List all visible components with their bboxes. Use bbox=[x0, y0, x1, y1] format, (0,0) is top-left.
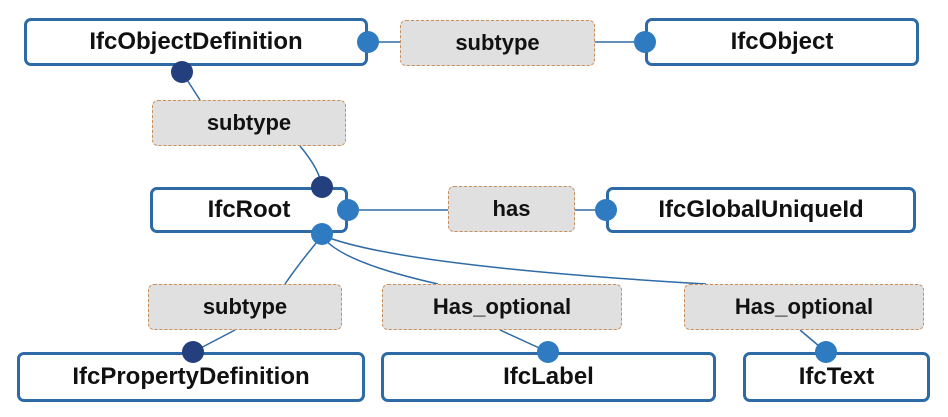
connector-dot bbox=[357, 31, 379, 53]
node-label: IfcPropertyDefinition bbox=[72, 363, 310, 390]
node-ifc-text[interactable]: IfcText bbox=[743, 352, 930, 402]
edge-label-root-to-global-id: has bbox=[448, 186, 575, 232]
node-label: IfcObject bbox=[730, 28, 834, 55]
edge-label-text: subtype bbox=[206, 110, 292, 135]
connector-dot bbox=[815, 341, 837, 363]
connector-dot bbox=[634, 31, 656, 53]
node-ifc-global-unique-id[interactable]: IfcGlobalUniqueId bbox=[606, 187, 916, 233]
connector-dot bbox=[337, 199, 359, 221]
connector-dot bbox=[182, 341, 204, 363]
node-ifc-property-definition[interactable]: IfcPropertyDefinition bbox=[17, 352, 365, 402]
edge-label-text: Has_optional bbox=[734, 294, 874, 319]
connector-dot bbox=[171, 61, 193, 83]
node-label: IfcObjectDefinition bbox=[89, 28, 303, 55]
edge-label-root-to-label: Has_optional bbox=[382, 284, 622, 330]
connector-dot bbox=[311, 223, 333, 245]
node-ifc-object-definition[interactable]: IfcObjectDefinition bbox=[24, 18, 368, 66]
connector-dot bbox=[311, 176, 333, 198]
node-label: IfcLabel bbox=[503, 363, 594, 390]
edge-label-object-definition-to-root: subtype bbox=[152, 100, 346, 146]
node-ifc-label[interactable]: IfcLabel bbox=[381, 352, 716, 402]
edge-label-text: subtype bbox=[455, 30, 540, 55]
edge-label-root-to-text: Has_optional bbox=[684, 284, 924, 330]
node-label: IfcGlobalUniqueId bbox=[658, 196, 864, 223]
connector-dot bbox=[595, 199, 617, 221]
edge-label-text: Has_optional bbox=[432, 294, 572, 319]
edge-label-text: subtype bbox=[202, 294, 288, 319]
connector-dot bbox=[537, 341, 559, 363]
edge-label-text: has bbox=[492, 196, 531, 221]
edge-label-root-to-property-definition: subtype bbox=[148, 284, 342, 330]
node-label: IfcRoot bbox=[207, 196, 291, 223]
node-ifc-object[interactable]: IfcObject bbox=[645, 18, 919, 66]
edge-label-object-definition-to-object: subtype bbox=[400, 20, 595, 66]
node-label: IfcText bbox=[798, 363, 875, 390]
